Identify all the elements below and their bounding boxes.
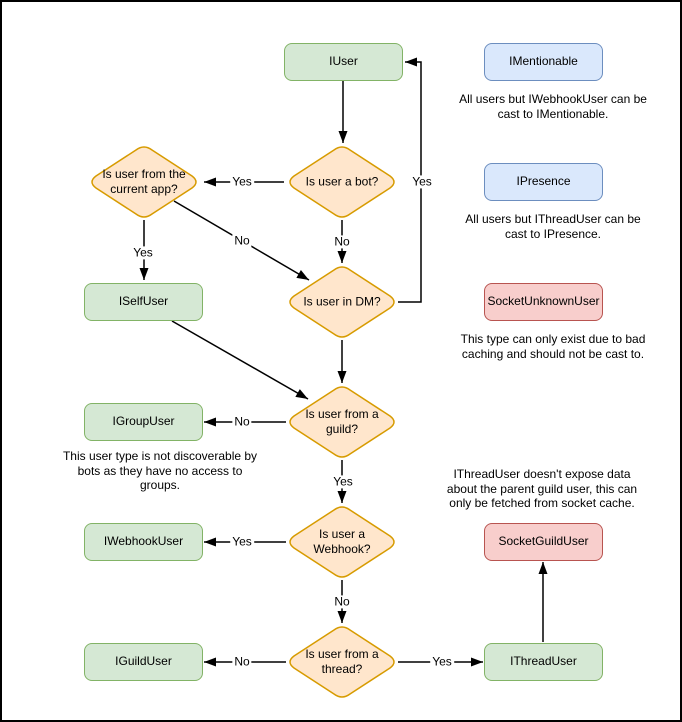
caption-imentionable: All users but IWebhookUser can be cast t…	[459, 92, 647, 121]
caption-socketunknownuser: This type can only exist due to bad cach…	[460, 332, 646, 361]
caption-igroupuser: This user type is not discoverable by bo…	[62, 449, 258, 493]
node-imentionable: IMentionable	[484, 43, 603, 81]
node-igroupuser: IGroupUser	[84, 403, 203, 441]
node-iguilduser: IGuildUser	[84, 643, 203, 681]
caption-ithreaduser: IThreadUser doesn't expose data about th…	[446, 467, 638, 511]
decision-webhook-shape	[289, 506, 395, 578]
decision-guild-shape	[289, 386, 395, 458]
decision-current-app-shape	[91, 146, 197, 218]
node-iwebhookuser: IWebhookUser	[84, 523, 203, 561]
caption-ipresence: All users but IThreadUser can be cast to…	[465, 212, 641, 241]
node-iselfuser: ISelfUser	[84, 283, 203, 321]
node-socketguilduser: SocketGuildUser	[484, 523, 603, 561]
node-socketunknownuser: SocketUnknownUser	[484, 283, 603, 321]
edge-dm-to-iuser	[398, 57, 422, 303]
edge-selfuser-to-guild	[171, 320, 309, 400]
node-ipresence: IPresence	[484, 163, 603, 201]
decision-bot-shape	[289, 146, 395, 218]
decision-dm-shape	[289, 266, 395, 338]
node-ithreaduser: IThreadUser	[484, 643, 603, 681]
edge-current-app-to-dm	[173, 200, 310, 281]
decision-thread-shape	[289, 626, 395, 698]
node-iuser: IUser	[284, 43, 403, 81]
